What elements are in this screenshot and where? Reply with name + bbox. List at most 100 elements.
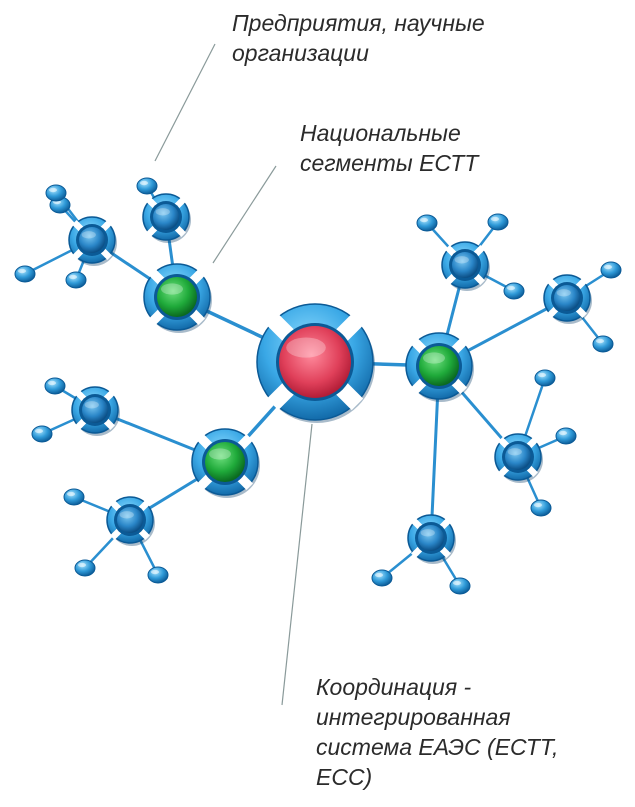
organization-node-5 bbox=[494, 433, 543, 483]
endpoint-dot-5-1-shine bbox=[538, 372, 546, 378]
endpoint-dot-4-1 bbox=[600, 261, 622, 279]
coordination-label-line-3: система ЕАЭС (ЕСТТ, bbox=[316, 734, 559, 760]
organization-node-8-highlight bbox=[119, 511, 134, 519]
national-segment-node-1-core bbox=[157, 277, 197, 317]
endpoint-dot-6-1-shine bbox=[375, 572, 383, 578]
organization-node-6-core bbox=[418, 525, 444, 551]
organization-node-4-core bbox=[554, 285, 580, 311]
endpoint-dot-6-2 bbox=[449, 577, 471, 595]
endpoint-dot-6-1 bbox=[371, 569, 393, 587]
organization-node-4 bbox=[543, 274, 592, 324]
endpoint-dot-2-1-body bbox=[136, 177, 158, 195]
endpoint-dot-1-4-shine bbox=[49, 187, 57, 193]
endpoint-dot-1-4 bbox=[45, 184, 67, 202]
endpoint-dot-2-1-shine bbox=[140, 180, 148, 186]
national-segment-node-3 bbox=[191, 428, 260, 498]
endpoint-dot-1-2-shine bbox=[18, 268, 26, 274]
organization-node-7-core bbox=[82, 397, 108, 423]
pointer-line-national bbox=[212, 165, 277, 264]
endpoint-dot-8-2 bbox=[74, 559, 96, 577]
national-segment-node-1 bbox=[143, 263, 212, 333]
endpoint-dot-8-1-shine bbox=[67, 491, 75, 497]
endpoint-dot-1-2-body bbox=[14, 265, 36, 283]
endpoint-dot-6-2-body bbox=[449, 577, 471, 595]
endpoint-dot-1-4-body bbox=[45, 184, 67, 202]
organization-node-6 bbox=[407, 514, 456, 564]
organization-node-3-core bbox=[452, 252, 478, 278]
endpoint-dot-6-1-body bbox=[371, 569, 393, 587]
organization-node-2-core bbox=[153, 204, 179, 230]
organization-node-3-highlight bbox=[454, 256, 469, 264]
national-segment-node-3-core bbox=[205, 442, 245, 482]
endpoint-dot-7-2-body bbox=[31, 425, 53, 443]
endpoint-dot-4-2-body bbox=[592, 335, 614, 353]
endpoint-dot-4-1-body bbox=[600, 261, 622, 279]
organization-node-7 bbox=[71, 386, 120, 436]
endpoint-dot-8-3 bbox=[147, 566, 169, 584]
national-segment-node-1-highlight bbox=[161, 283, 183, 295]
coordination-label: Координация - интегрированная система ЕА… bbox=[316, 672, 558, 792]
organization-node-8-core bbox=[117, 507, 143, 533]
national-segment-node-2-highlight bbox=[423, 352, 445, 364]
coordination-label-line-2: интегрированная bbox=[316, 704, 511, 730]
organization-node-2 bbox=[142, 193, 191, 243]
endpoint-dot-7-1-body bbox=[44, 377, 66, 395]
coordination-label-line-4: ЕСС) bbox=[316, 764, 373, 790]
coordination-hub-node-core bbox=[279, 326, 351, 398]
endpoint-dot-1-3-shine bbox=[69, 274, 77, 280]
organization-node-1-highlight bbox=[81, 231, 96, 239]
organization-node-5-highlight bbox=[507, 448, 522, 456]
endpoint-dot-5-2-body bbox=[555, 427, 577, 445]
pointer-line-coordination bbox=[281, 423, 313, 706]
endpoint-dot-4-2-shine bbox=[596, 338, 604, 344]
endpoint-dot-7-2 bbox=[31, 425, 53, 443]
endpoint-dot-3-1 bbox=[416, 214, 438, 232]
organization-node-2-highlight bbox=[155, 208, 170, 216]
endpoint-dot-7-1-shine bbox=[48, 380, 56, 386]
endpoint-dot-6-2-shine bbox=[453, 580, 461, 586]
endpoint-dot-7-1 bbox=[44, 377, 66, 395]
endpoint-dot-3-1-shine bbox=[420, 217, 428, 223]
national-segments-label: Национальные сегменты ЕСТТ bbox=[300, 118, 478, 178]
endpoint-dot-5-2 bbox=[555, 427, 577, 445]
coordination-hub-node bbox=[256, 303, 375, 423]
national-segments-label-line-2: сегменты ЕСТТ bbox=[300, 150, 479, 176]
national-segment-node-2 bbox=[405, 332, 474, 402]
organization-node-6-highlight bbox=[420, 529, 435, 537]
endpoint-dot-8-3-body bbox=[147, 566, 169, 584]
endpoint-dot-3-3 bbox=[503, 282, 525, 300]
endpoint-dot-3-2-body bbox=[487, 213, 509, 231]
national-segment-node-3-highlight bbox=[209, 448, 231, 460]
endpoint-dot-8-1-body bbox=[63, 488, 85, 506]
organization-node-7-highlight bbox=[84, 401, 99, 409]
national-segment-node-2-core bbox=[419, 346, 459, 386]
endpoint-dot-7-2-shine bbox=[35, 428, 43, 434]
endpoint-dot-5-1-body bbox=[534, 369, 556, 387]
endpoint-dot-2-1 bbox=[136, 177, 158, 195]
endpoint-dot-3-3-body bbox=[503, 282, 525, 300]
organization-node-4-highlight bbox=[556, 289, 571, 297]
national-segments-label-line-1: Национальные bbox=[300, 120, 461, 146]
endpoint-dot-1-3 bbox=[65, 271, 87, 289]
enterprises-label-line-2: организации bbox=[232, 40, 369, 66]
endpoint-dot-8-1 bbox=[63, 488, 85, 506]
endpoint-dot-3-2 bbox=[487, 213, 509, 231]
organization-node-1-core bbox=[79, 227, 105, 253]
endpoint-dot-5-1 bbox=[534, 369, 556, 387]
enterprises-label-line-1: Предприятия, научные bbox=[232, 10, 485, 36]
endpoint-dot-4-2 bbox=[592, 335, 614, 353]
endpoint-dot-8-3-shine bbox=[151, 569, 159, 575]
organization-node-3 bbox=[441, 241, 490, 291]
coordination-hub-node-highlight bbox=[286, 337, 326, 358]
endpoint-dot-5-3-shine bbox=[534, 502, 542, 508]
endpoint-dot-8-2-body bbox=[74, 559, 96, 577]
enterprises-label: Предприятия, научные организации bbox=[232, 8, 485, 68]
endpoint-dot-3-2-shine bbox=[491, 216, 499, 222]
endpoint-dot-5-3 bbox=[530, 499, 552, 517]
organization-node-5-core bbox=[505, 444, 531, 470]
endpoint-dot-3-3-shine bbox=[507, 285, 515, 291]
endpoint-dot-1-3-body bbox=[65, 271, 87, 289]
coordination-label-line-1: Координация - bbox=[316, 674, 472, 700]
endpoint-dot-5-3-body bbox=[530, 499, 552, 517]
